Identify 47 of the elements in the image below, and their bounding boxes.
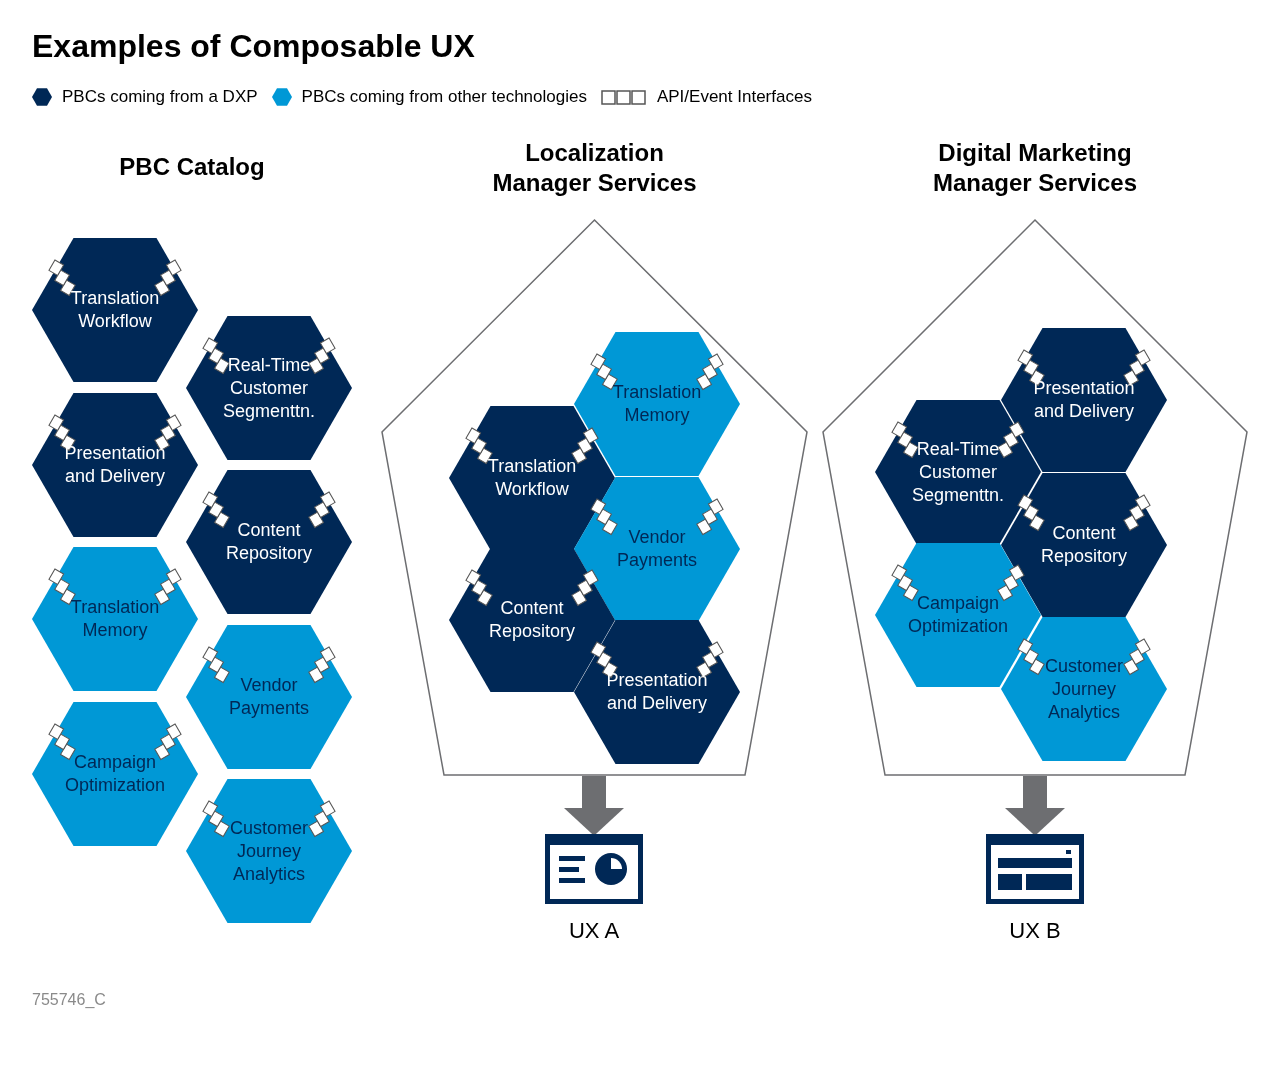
pbc-label: Campaign Optimization xyxy=(63,751,166,797)
pbc-hexagon xyxy=(186,316,352,460)
pbc-label: Vendor Payments xyxy=(615,526,698,572)
figure-id: 755746_C xyxy=(32,990,106,1010)
pbc-hexagon xyxy=(574,620,740,764)
pbc-hexagon xyxy=(186,779,352,923)
web-page-screen-icon xyxy=(986,834,1084,904)
pbc-hexagon xyxy=(32,702,198,846)
pbc-label: Translation Workflow xyxy=(486,455,578,501)
pbc-label: Presentation and Delivery xyxy=(1032,377,1136,423)
column-heading: PBC Catalog xyxy=(118,152,266,182)
pbc-label: Translation Workflow xyxy=(69,287,161,333)
group-heading: Localization Manager Services xyxy=(491,138,698,198)
pbc-hexagon xyxy=(32,547,198,691)
pbc-hexagon xyxy=(875,543,1041,687)
legend-text: PBCs coming from other technologies xyxy=(301,86,587,108)
legend-text: PBCs coming from a DXP xyxy=(62,86,258,108)
ux-caption: UX B xyxy=(1008,918,1062,944)
down-arrow xyxy=(564,776,624,836)
pbc-label: Customer Journey Analytics xyxy=(229,816,309,886)
pbc-label: Real-Time Customer Segmenttn. xyxy=(910,437,1006,507)
pbc-label: Content Repository xyxy=(224,519,313,565)
pbc-label: Presentation and Delivery xyxy=(605,669,709,715)
pbc-label: Vendor Payments xyxy=(227,674,310,720)
diagram-title: Examples of Composable UX xyxy=(32,27,475,66)
pbc-label: Translation Memory xyxy=(611,381,703,427)
pbc-label: Real-Time Customer Segmenttn. xyxy=(221,353,317,423)
pbc-hexagon xyxy=(1001,328,1167,472)
pbc-hexagon xyxy=(32,393,198,537)
pbc-hexagon xyxy=(449,406,615,550)
down-arrow xyxy=(1005,776,1065,836)
legend-text: API/Event Interfaces xyxy=(656,86,812,108)
pbc-hexagon xyxy=(32,238,198,382)
pbc-label: Customer Journey Analytics xyxy=(1044,654,1124,724)
pbc-label: Content Repository xyxy=(1039,522,1128,568)
pbc-label: Campaign Optimization xyxy=(906,592,1009,638)
pbc-hexagon xyxy=(574,332,740,476)
ux-caption: UX A xyxy=(567,918,621,944)
pbc-hexagon xyxy=(186,625,352,769)
pbc-hexagon xyxy=(186,470,352,614)
pbc-label: Presentation and Delivery xyxy=(63,442,167,488)
pbc-label: Translation Memory xyxy=(69,596,161,642)
group-heading: Digital Marketing Manager Services xyxy=(931,138,1139,198)
pbc-hexagon xyxy=(1001,473,1167,617)
dashboard-screen-icon xyxy=(545,834,643,904)
pbc-hexagon xyxy=(574,477,740,621)
pbc-label: Content Repository xyxy=(487,597,576,643)
